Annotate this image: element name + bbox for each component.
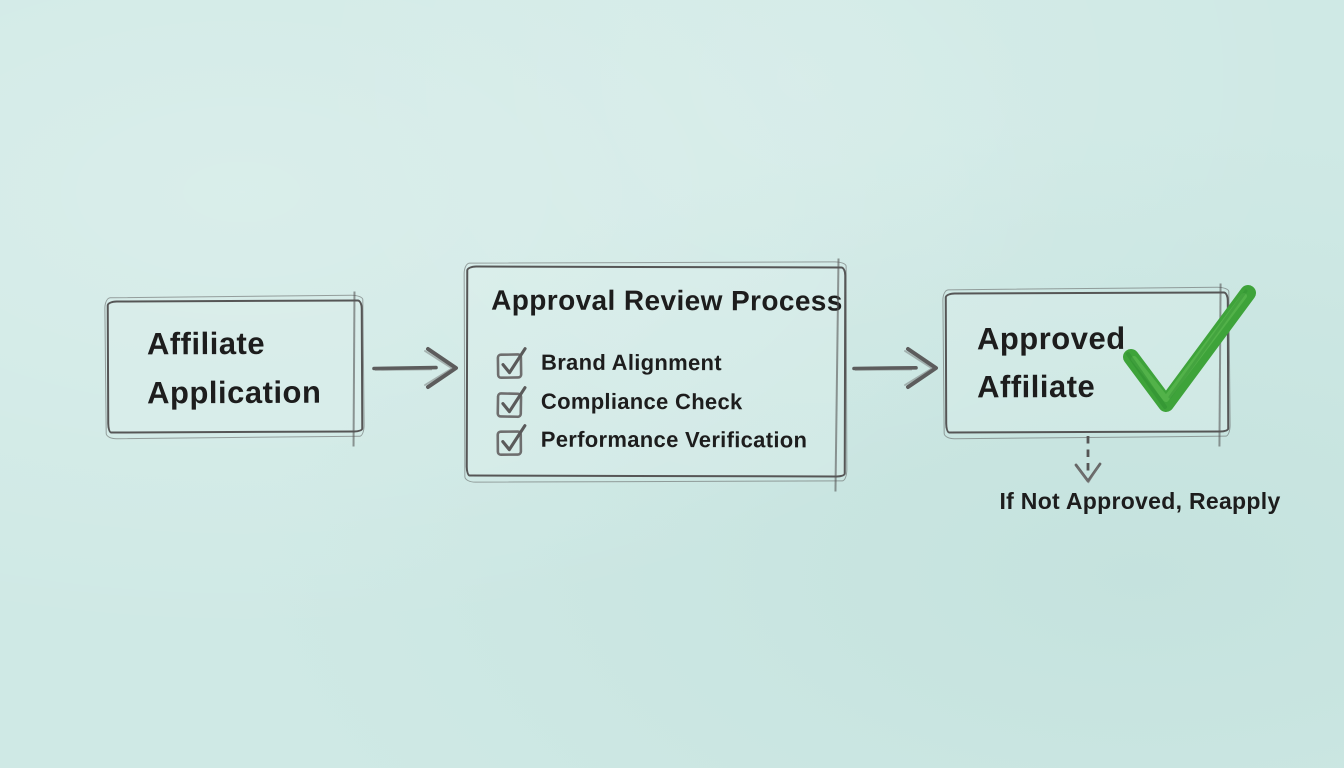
checked-checkbox-icon: [496, 385, 527, 418]
arrow-right-icon: [372, 347, 458, 389]
node-approved-affiliate-label: Approved Affiliate: [947, 294, 1227, 412]
node-affiliate-application: Affiliate Application: [106, 299, 364, 434]
checked-checkbox-icon: [496, 424, 527, 457]
node-approval-review-process: Approval Review Process Brand Alignment …: [465, 265, 847, 478]
node-label-line1: Approved: [976, 320, 1126, 357]
checklist-item: Performance Verification: [495, 421, 834, 460]
node-affiliate-application-label: Affiliate Application: [109, 301, 361, 417]
checklist-item-label: Compliance Check: [540, 388, 743, 414]
fallback-note: If Not Approved, Reapply: [999, 488, 1281, 514]
checklist-item-label: Performance Verification: [540, 426, 808, 453]
node-approved-affiliate: Approved Affiliate: [944, 291, 1230, 434]
node-label-line2: Affiliate: [977, 368, 1096, 405]
review-process-title: Approval Review Process: [491, 284, 843, 317]
checklist-item: Brand Alignment: [495, 344, 834, 383]
checked-checkbox-icon: [496, 347, 527, 380]
node-label-line1: Affiliate: [146, 325, 266, 362]
arrow-right-icon: [852, 347, 938, 389]
node-label-line2: Application: [147, 374, 322, 411]
dashed-arrow-down-icon: [1074, 436, 1102, 484]
checklist-item: Compliance Check: [495, 382, 834, 421]
checklist-item-label: Brand Alignment: [540, 349, 722, 376]
review-checklist: Brand Alignment Compliance Check Perform…: [495, 344, 834, 460]
